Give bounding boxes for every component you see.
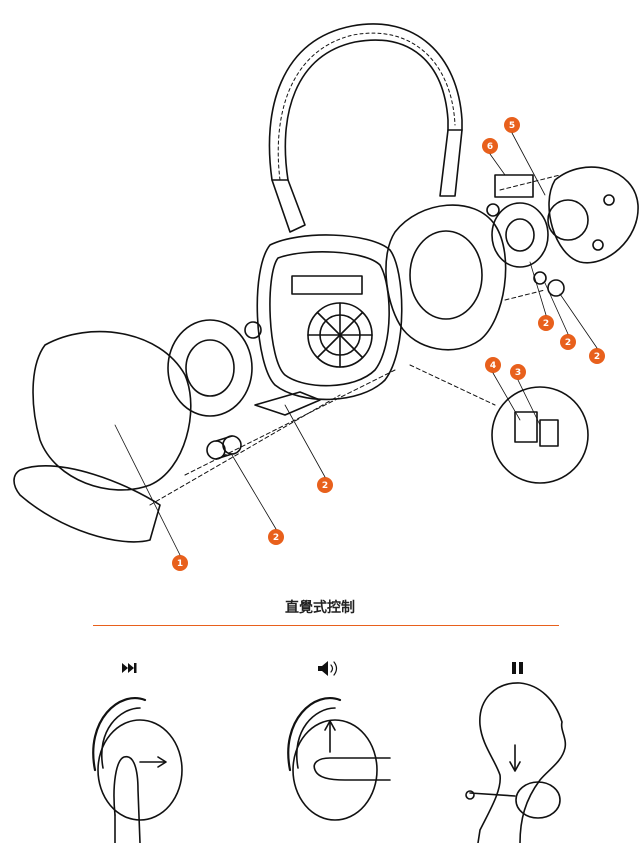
left-cushion bbox=[167, 319, 253, 417]
volume-icon bbox=[318, 661, 338, 676]
svg-text:2: 2 bbox=[322, 481, 328, 491]
gesture-remove-headset bbox=[465, 682, 567, 843]
callout-1: 1 bbox=[172, 555, 188, 571]
callout-6: 6 bbox=[482, 138, 498, 154]
battery-module bbox=[494, 174, 534, 198]
svg-text:2: 2 bbox=[565, 338, 571, 348]
headband bbox=[268, 23, 463, 233]
right-cushion bbox=[385, 204, 507, 351]
callout-5: 5 bbox=[504, 117, 520, 133]
magnet-small-b bbox=[533, 271, 547, 285]
callout-2a: 2 bbox=[268, 529, 284, 545]
left-magnet-top bbox=[244, 321, 262, 339]
outer-shell-cover bbox=[13, 330, 192, 543]
callout-2e: 2 bbox=[589, 348, 605, 364]
callout-3: 3 bbox=[510, 364, 526, 380]
assembly-guides bbox=[149, 174, 561, 506]
svg-text:6: 6 bbox=[487, 142, 493, 152]
callout-4: 4 bbox=[485, 357, 501, 373]
svg-text:5: 5 bbox=[509, 121, 515, 131]
svg-text:4: 4 bbox=[490, 361, 496, 371]
intuitive-controls-title: 直覺式控制 bbox=[285, 600, 355, 616]
svg-text:2: 2 bbox=[543, 319, 549, 329]
callout-2b: 2 bbox=[317, 477, 333, 493]
right-cover-plate bbox=[547, 166, 639, 264]
svg-text:2: 2 bbox=[594, 352, 600, 362]
svg-text:3: 3 bbox=[515, 368, 521, 378]
left-magnet-cylinder bbox=[206, 435, 242, 460]
gesture-swipe-forward bbox=[92, 697, 183, 843]
gesture-swipe-up bbox=[287, 697, 391, 821]
section-divider bbox=[93, 625, 559, 626]
magnet-small-c bbox=[547, 279, 565, 297]
magnet-small-a bbox=[486, 203, 500, 217]
right-driver bbox=[491, 202, 549, 268]
button-detail-inset bbox=[491, 386, 589, 484]
skip-forward-icon bbox=[122, 663, 137, 673]
callout-2c: 2 bbox=[538, 315, 554, 331]
callout-leaders bbox=[114, 132, 598, 556]
svg-text:1: 1 bbox=[177, 559, 183, 569]
ear-cup-housing bbox=[256, 234, 403, 401]
callout-2d: 2 bbox=[560, 334, 576, 350]
mic-arm-bracket bbox=[254, 391, 321, 416]
svg-text:2: 2 bbox=[273, 533, 279, 543]
pause-icon bbox=[512, 662, 523, 674]
